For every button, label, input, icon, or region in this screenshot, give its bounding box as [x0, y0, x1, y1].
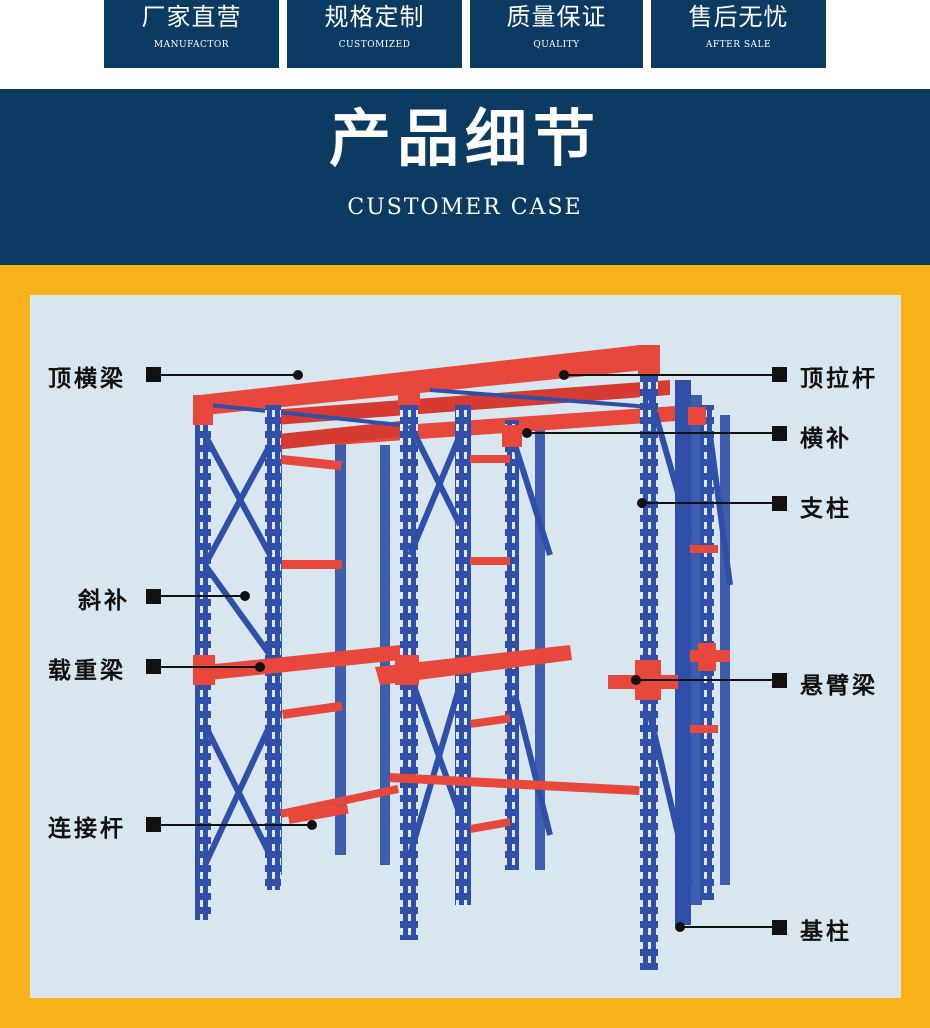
badge-customized: 规格定制 CUSTOMIZED: [287, 0, 462, 68]
label-base-column: 基柱: [800, 919, 852, 945]
badge-cn: 售后无忧: [688, 3, 789, 31]
diagonal-braces: [202, 394, 733, 886]
section-title: 产品细节: [328, 102, 601, 175]
badge-manufactor: 厂家直营 MANUFACTOR: [104, 0, 279, 68]
label-diagonal-brace: 斜补: [78, 588, 130, 614]
label-column: 支柱: [800, 496, 852, 522]
badge-en: CUSTOMIZED: [338, 40, 411, 50]
badge-after-sale: 售后无忧 AFTER SALE: [651, 0, 826, 68]
load-beams: [193, 645, 572, 685]
label-top-tie-rod: 顶拉杆: [800, 366, 878, 392]
leader-lines: [154, 374, 772, 928]
product-detail-frame: 顶横梁 顶拉杆 横补 支柱 斜补 载重梁 悬臂梁 连接杆 基柱: [0, 265, 930, 1028]
joint-plates: [193, 345, 706, 447]
label-connecting-rod: 连接杆: [48, 816, 126, 842]
label-load-beam: 载重梁: [48, 658, 126, 684]
rack-illustration: [30, 295, 901, 998]
section-subtitle: CUSTOMER CASE: [347, 195, 583, 220]
label-cantilever-beam: 悬臂梁: [800, 673, 878, 699]
product-diagram-panel: 顶横梁 顶拉杆 横补 支柱 斜补 载重梁 悬臂梁 连接杆 基柱: [30, 295, 901, 998]
feature-badges: 厂家直营 MANUFACTOR 规格定制 CUSTOMIZED 质量保证 QUA…: [0, 0, 930, 80]
badge-en: QUALITY: [533, 40, 580, 50]
badge-quality: 质量保证 QUALITY: [470, 0, 643, 68]
badge-cn: 规格定制: [324, 3, 425, 31]
badge-cn: 质量保证: [506, 3, 607, 31]
label-cross-brace: 横补: [800, 426, 852, 452]
badge-cn: 厂家直营: [141, 3, 242, 31]
label-top-beam: 顶横梁: [48, 366, 126, 392]
cross-braces: [281, 455, 718, 833]
label-markers: [146, 367, 787, 935]
badge-en: AFTER SALE: [705, 40, 772, 50]
pointer-dots: [240, 370, 685, 932]
section-banner: 产品细节 CUSTOMER CASE: [0, 89, 930, 265]
badge-en: MANUFACTOR: [153, 40, 230, 50]
connecting-rods: [280, 773, 640, 818]
